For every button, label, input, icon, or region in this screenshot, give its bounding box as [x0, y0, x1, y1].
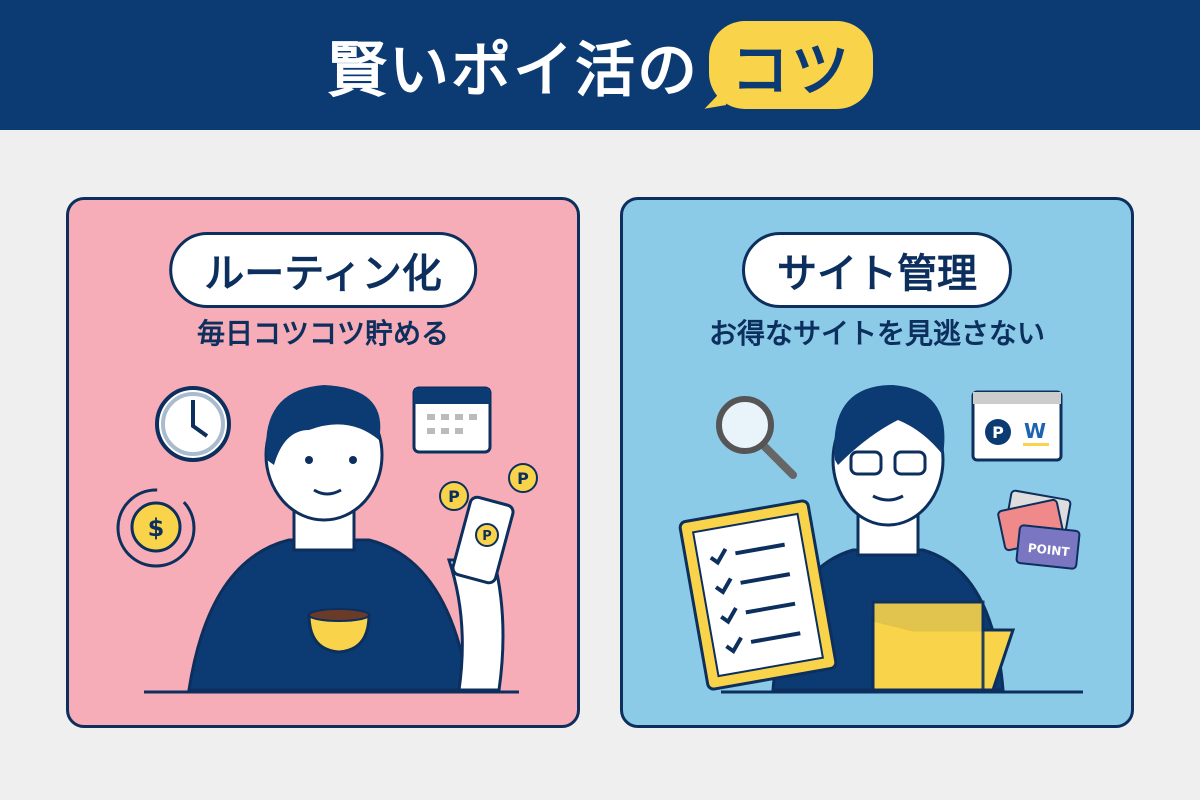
- header-banner: 賢いポイ活の コツ: [0, 0, 1200, 130]
- coffee-cup-icon: [307, 608, 371, 654]
- svg-text:W: W: [1024, 419, 1046, 443]
- svg-text:P: P: [517, 469, 529, 488]
- calendar-icon: [412, 386, 492, 454]
- routine-illustration: $ P PP: [116, 385, 538, 694]
- clipboard-icon: [678, 499, 838, 691]
- svg-text:POINT: POINT: [1027, 541, 1071, 559]
- folder-icon: [871, 600, 1016, 692]
- magnifier-icon: [716, 396, 797, 479]
- page-title: 賢いポイ活の コツ: [327, 21, 873, 109]
- smartphone-icon: P: [451, 495, 515, 585]
- coin-cycle-icon: $: [116, 488, 196, 568]
- person: [187, 385, 505, 692]
- cards-icon: POINT: [997, 489, 1081, 570]
- coin-label: $: [148, 514, 165, 542]
- svg-text:P: P: [448, 487, 460, 506]
- svg-text:P: P: [992, 423, 1004, 442]
- panel-heading: サイト管理: [742, 232, 1012, 308]
- clock-icon: [155, 386, 231, 462]
- panel-heading: ルーティン化: [169, 232, 477, 308]
- panel-subtitle: 毎日コツコツ貯める: [196, 317, 449, 350]
- title-highlight-bubble: コツ: [708, 21, 873, 109]
- panel-subtitle: お得なサイトを見逃さない: [708, 317, 1045, 350]
- point-bubble-icon: PP: [439, 463, 538, 511]
- title-text: 賢いポイ活の: [326, 35, 699, 106]
- svg-text:P: P: [482, 529, 492, 544]
